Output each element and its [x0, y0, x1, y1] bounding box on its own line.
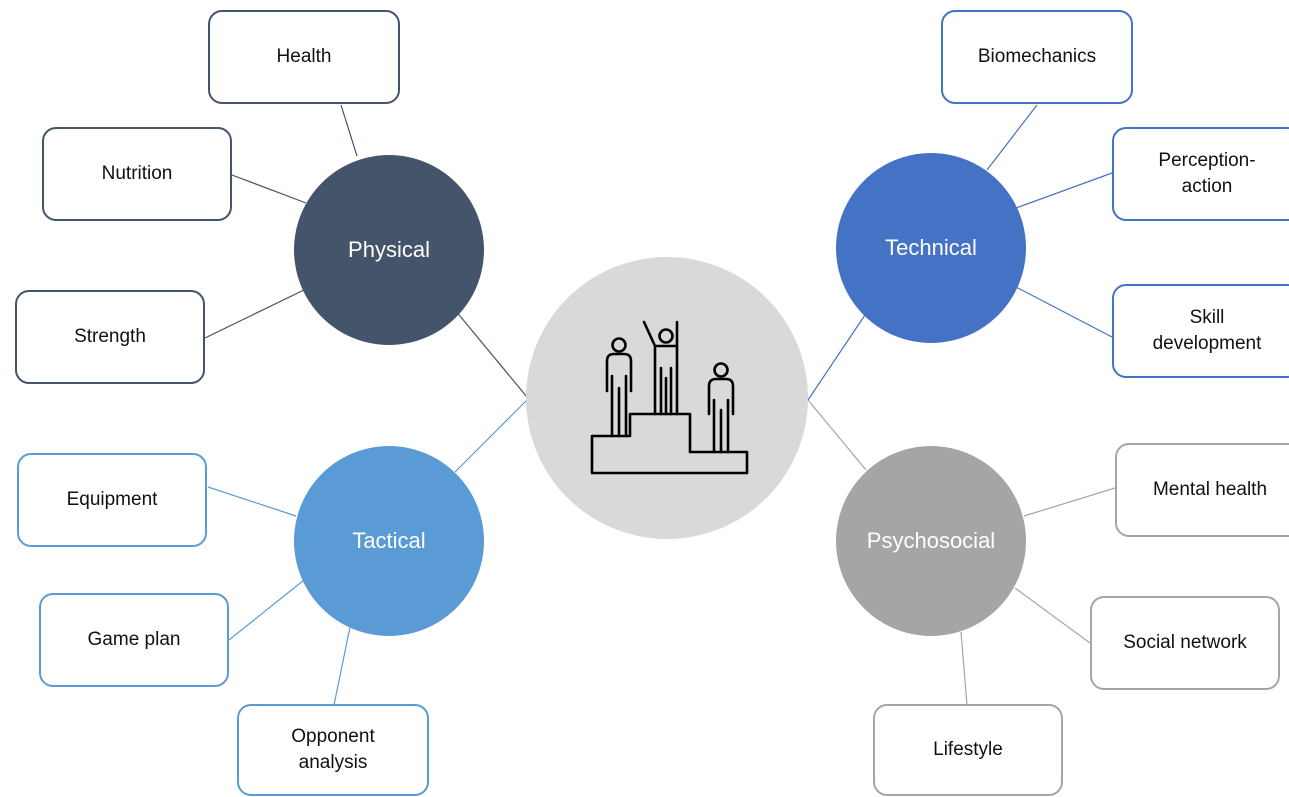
node-social-network: Social network — [1090, 596, 1280, 690]
node-equipment: Equipment — [17, 453, 207, 547]
connector-technical-center — [807, 311, 868, 401]
connector-gameplan — [228, 579, 305, 641]
node-nutrition: Nutrition — [42, 127, 232, 221]
hub-technical: Technical — [836, 153, 1026, 343]
node-skill-development: Skill development — [1112, 284, 1289, 378]
connector-skill — [1015, 286, 1113, 338]
connector-physical-center — [454, 309, 528, 398]
hub-physical: Physical — [294, 155, 484, 345]
hub-tactical: Tactical — [294, 446, 484, 636]
podium-icon — [590, 320, 749, 475]
connector-opponent — [333, 626, 351, 706]
hub-psychosocial: Psychosocial — [836, 446, 1026, 636]
connector-health — [340, 104, 358, 157]
connector-psychosocial-center — [807, 399, 867, 471]
connector-biomechanics — [986, 104, 1038, 171]
connector-mental — [1023, 487, 1116, 517]
connector-equipment — [207, 486, 297, 517]
node-mental-health: Mental health — [1115, 443, 1289, 537]
connector-perception — [1015, 172, 1113, 209]
node-opponent-analysis: Opponent analysis — [237, 704, 429, 796]
node-health: Health — [208, 10, 400, 104]
connector-social — [1014, 587, 1091, 644]
node-perception-action: Perception- action — [1112, 127, 1289, 221]
node-game-plan: Game plan — [39, 593, 229, 687]
connector-nutrition — [231, 174, 307, 204]
connector-tactical-center — [454, 399, 528, 473]
connector-strength — [204, 288, 307, 339]
connector-lifestyle — [960, 631, 968, 706]
center-circle — [526, 257, 808, 539]
node-lifestyle: Lifestyle — [873, 704, 1063, 796]
node-strength: Strength — [15, 290, 205, 384]
node-biomechanics: Biomechanics — [941, 10, 1133, 104]
